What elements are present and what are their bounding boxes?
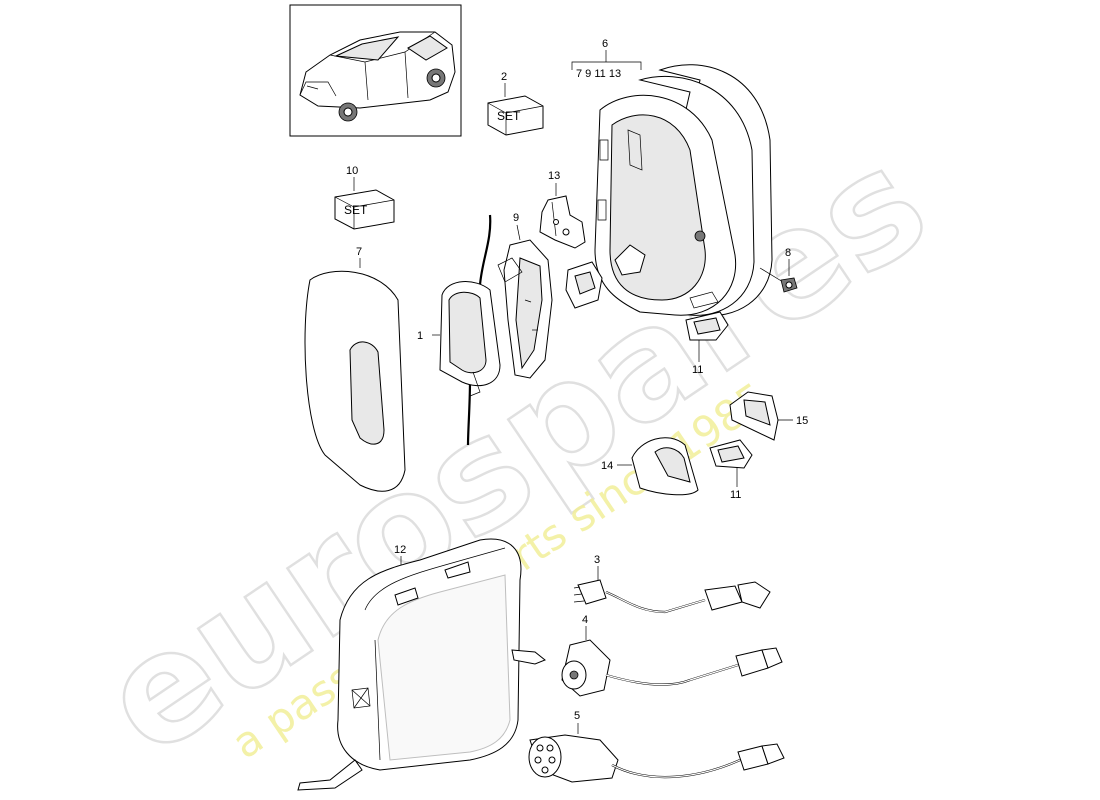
cover-clip-11-a <box>685 311 729 362</box>
callout-8: 8 <box>785 247 791 259</box>
callout-9: 9 <box>513 212 519 224</box>
set-label-2: SET <box>497 109 521 123</box>
charger-unit-1 <box>432 214 501 446</box>
callout-14: 14 <box>601 460 613 472</box>
wallbox-housing <box>594 64 773 317</box>
adapter-cable-4 <box>561 626 783 697</box>
set-box-10: SET <box>334 177 395 230</box>
vehicle-thumbnail <box>289 4 462 137</box>
callout-6-sub: 7 9 11 13 <box>576 68 621 80</box>
callout-1: 1 <box>417 330 423 342</box>
callout-5: 5 <box>574 710 580 722</box>
callout-12: 12 <box>394 544 406 556</box>
cable-holder-9 <box>497 224 553 379</box>
callout-7: 7 <box>356 246 362 258</box>
callout-11-b: 11 <box>730 489 741 501</box>
callout-13: 13 <box>548 170 560 182</box>
set-label-10: SET <box>344 203 368 217</box>
set-box-2: SET <box>487 83 544 136</box>
callout-6: 6 <box>602 38 608 50</box>
bracket-6 <box>571 50 642 70</box>
callout-4: 4 <box>582 614 588 626</box>
holder-bracket-13 <box>539 183 586 249</box>
callout-3: 3 <box>594 554 600 566</box>
adapter-cable-3 <box>573 566 771 614</box>
callout-11-a: 11 <box>692 364 703 376</box>
callout-2: 2 <box>501 71 507 83</box>
carry-bag-12 <box>297 538 546 791</box>
callout-10: 10 <box>346 165 358 177</box>
car-icon <box>299 31 456 122</box>
callout-labels: 1 2 3 4 5 6 7 9 11 13 7 8 9 10 11 11 12 … <box>346 38 808 722</box>
end-cap-15 <box>729 391 793 441</box>
screw-8 <box>759 259 798 293</box>
cap-14 <box>617 437 699 496</box>
socket-insert <box>565 261 603 309</box>
adapter-cable-5 <box>528 723 785 783</box>
callout-15: 15 <box>796 415 808 427</box>
cover-clip-11-b <box>709 439 753 487</box>
sealing-plate-7 <box>304 258 406 492</box>
